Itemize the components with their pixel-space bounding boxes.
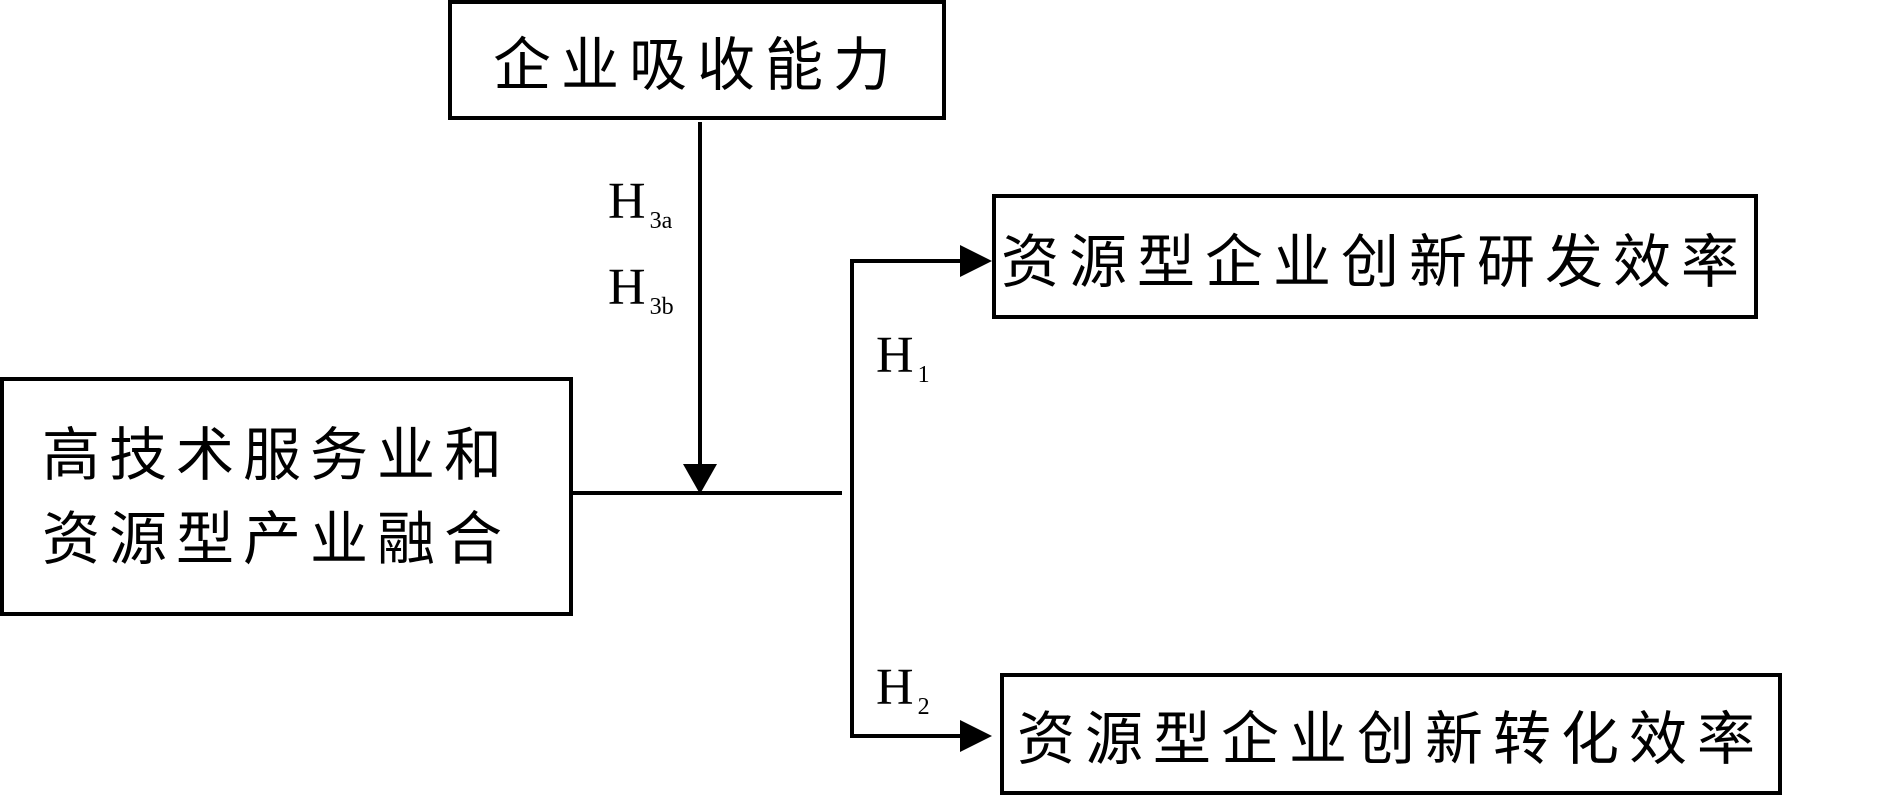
- industry-fusion-label-line2: 资源型产业融合: [42, 504, 512, 573]
- hypothesis-h3b-letter: H: [608, 259, 646, 316]
- h1-arrowhead: [960, 245, 992, 277]
- transformation-efficiency-label: 资源型企业创新转化效率: [1016, 705, 1765, 773]
- hypothesis-h1-letter: H: [876, 327, 914, 384]
- industry-fusion-label-line1: 高技术服务业和: [42, 420, 512, 489]
- hypothesis-h3a-subscript: 3a: [649, 208, 673, 234]
- hypothesis-h3a-letter: H: [608, 173, 646, 230]
- absorptive-capacity-box: 企业吸收能力: [448, 0, 946, 120]
- h2-arrowhead: [960, 720, 992, 752]
- industry-fusion-box: 高技术服务业和 资源型产业融合: [0, 377, 573, 616]
- moderator-arrowhead: [683, 464, 717, 494]
- hypothesis-h2-letter: H: [876, 659, 914, 716]
- rd-efficiency-label: 资源型企业创新研发效率: [1000, 227, 1749, 296]
- absorptive-capacity-label: 企业吸收能力: [492, 31, 901, 99]
- hypothesis-h2-subscript: 2: [917, 694, 930, 720]
- hypothesis-h3b-subscript: 3b: [649, 294, 674, 320]
- hypothesis-h1-subscript: 1: [917, 362, 930, 388]
- rd-efficiency-box: 资源型企业创新研发效率: [992, 194, 1758, 319]
- transformation-efficiency-box: 资源型企业创新转化效率: [1000, 673, 1782, 795]
